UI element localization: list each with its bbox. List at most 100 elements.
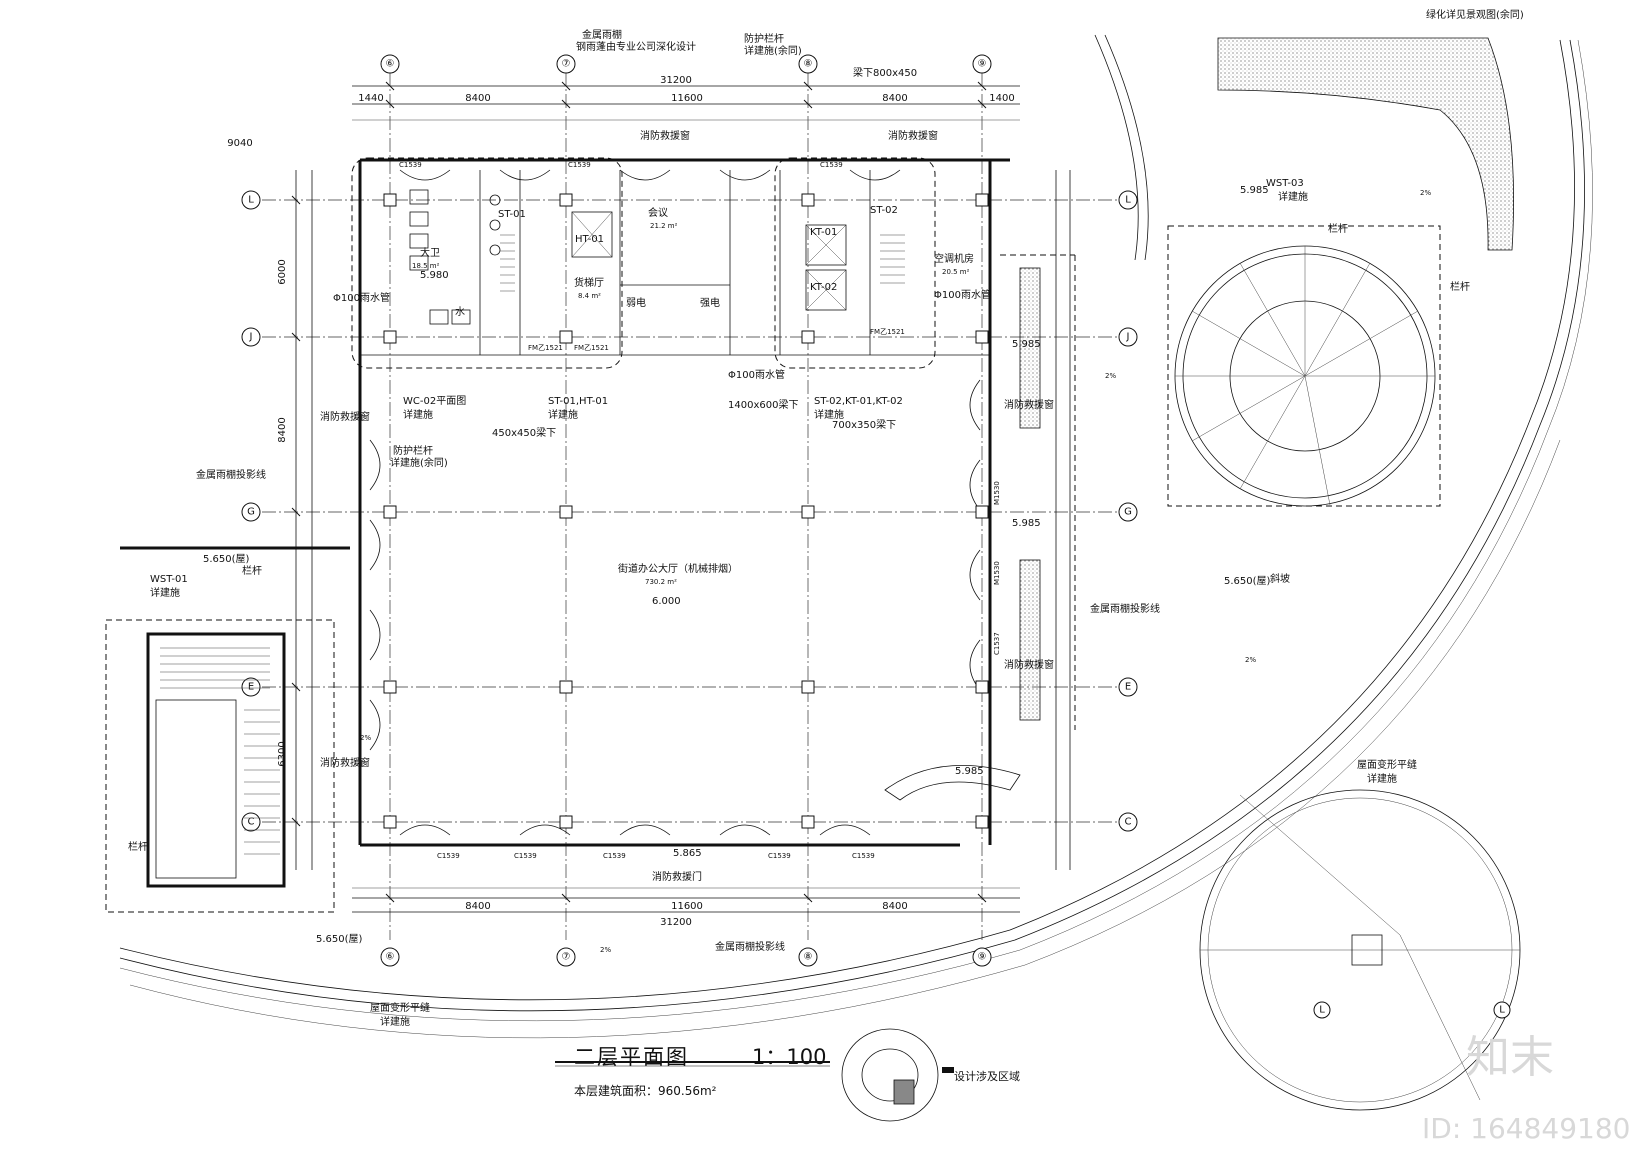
spiral-stair-wst03 — [1167, 225, 1441, 507]
legend-label: 设计涉及区域 — [954, 1070, 1020, 1083]
guard-rail-top-note: 详建施(余同) — [744, 44, 802, 57]
building-outline — [358, 158, 1021, 847]
watermark-logo: 知末 — [1466, 1032, 1554, 1083]
window-c1539-1: C1539 — [399, 161, 422, 169]
elevator-kt01: KT-01 — [810, 227, 837, 238]
level-5865: 5.865 — [673, 848, 702, 859]
grid-G-left: G — [247, 507, 255, 518]
service-core — [351, 157, 990, 369]
right-canopy-strips — [1000, 254, 1076, 730]
structural-columns — [383, 193, 989, 829]
elevator-hall-area: 8.4 m² — [578, 292, 601, 300]
dim-overall-bottom: 31200 — [660, 917, 692, 928]
slope-2-a: 2% — [1245, 656, 1256, 664]
toilet-area: 18.5 m² — [412, 262, 440, 270]
window-c1539-3: C1539 — [820, 161, 843, 169]
grid-6-bottom: ⑥ — [386, 952, 395, 963]
door-m1530-a: M1530 — [993, 481, 1001, 505]
toilet-name: 大卫 — [420, 246, 440, 259]
window-c1539-4: C1539 — [437, 852, 460, 860]
elevator-ht01: HT-01 — [575, 234, 604, 245]
wst03-label: WST-03 — [1266, 178, 1304, 189]
wst01-label: WST-01 — [150, 574, 188, 585]
meeting-name: 会议 — [648, 206, 668, 219]
grid-L-detail-left: L — [1319, 1005, 1325, 1016]
round-plan-detail: L L — [1199, 789, 1521, 1111]
roof-platform-right: 屋面变形平缝 — [1357, 758, 1417, 771]
grid-J-right: J — [1126, 332, 1130, 343]
dim-bay-3: 8400 — [882, 93, 907, 104]
site-boundary-curves — [119, 34, 1593, 1039]
metal-canopy-top: 金属雨棚 — [582, 28, 622, 41]
outdoor-stair-wst01 — [105, 546, 350, 913]
rescue-window-right-1: 消防救援窗 — [1004, 398, 1054, 411]
rescue-window-left-1: 消防救援窗 — [320, 410, 370, 423]
grid-L-left: L — [248, 195, 254, 206]
dimension-chains: 31200 8400 11600 8400 1440 1400 31200 84… — [227, 66, 1071, 928]
grid-J-left: J — [249, 332, 253, 343]
wst01-detail-see: 详建施 — [150, 586, 180, 599]
st02-detail-label: ST-02,KT-01,KT-02 — [814, 396, 903, 407]
stair-st01: ST-01 — [498, 209, 526, 220]
window-c1539-7: C1539 — [768, 852, 791, 860]
dim-left-edge: 1440 — [358, 93, 383, 104]
roof-platform-bottom: 屋面变形平缝 — [370, 1001, 430, 1014]
dim-overall-top: 31200 — [660, 75, 692, 86]
st01-detail-label: ST-01,HT-01 — [548, 396, 608, 407]
door-m1530-b: M1530 — [993, 561, 1001, 585]
window-c1537: C1537 — [993, 632, 1001, 655]
beam-1400-label: 1400x600梁下 — [728, 398, 798, 411]
st02-detail-see: 详建施 — [814, 408, 844, 421]
grid-6-top: ⑥ — [386, 59, 395, 70]
grid-E-right: E — [1125, 682, 1131, 693]
watermark-id: ID: 164849180 — [1422, 1112, 1630, 1145]
grid-G-right: G — [1124, 507, 1132, 518]
dim-bay-1: 8400 — [465, 93, 490, 104]
plan-scale: 1：100 — [752, 1045, 827, 1069]
elevator-hall-name: 货梯厅 — [574, 276, 604, 289]
weak-elec-room: 弱电 — [626, 296, 646, 309]
dim-bay-2-bottom: 11600 — [671, 901, 703, 912]
elevator-kt02: KT-02 — [810, 282, 837, 293]
railing-left: 栏杆 — [242, 564, 262, 577]
beam-top-note: 梁下800x450 — [853, 66, 917, 79]
guard-rail-top: 防护栏杆 — [744, 32, 784, 45]
rescue-window-left-2: 消防救援窗 — [320, 756, 370, 769]
floor-area-note: 本层建筑面积：960.56m² — [574, 1084, 717, 1098]
slope-2-b: 2% — [1420, 189, 1431, 197]
wst03-detail-see: 详建施 — [1278, 190, 1308, 203]
metal-canopy-left: 金属雨棚投影线 — [196, 468, 266, 481]
dim-bay-1-bottom: 8400 — [465, 901, 490, 912]
grid-7-bottom: ⑦ — [562, 952, 571, 963]
window-c1539-6: C1539 — [603, 852, 626, 860]
grid-bubbles-right: L J G E C — [1118, 190, 1138, 832]
rescue-window-right-2: 消防救援窗 — [1004, 658, 1054, 671]
grid-E-left: E — [248, 682, 254, 693]
pipe-100-right: Φ100雨水管 — [934, 288, 991, 301]
rescue-window-top-2: 消防救援窗 — [888, 129, 938, 142]
pipe-100-left: Φ100雨水管 — [333, 291, 390, 304]
grid-8-top: ⑧ — [804, 59, 813, 70]
st01-detail-see: 详建施 — [548, 408, 578, 421]
dim-offset: 9040 — [227, 138, 252, 149]
level-5985-b: 5.985 — [1012, 339, 1041, 350]
ramp-label: 斜坡 — [1270, 572, 1290, 585]
room-labels: 街道办公大厅（机械排烟） 730.2 m² 6.000 会议 21.2 m² 大… — [412, 205, 974, 607]
dim-vertical-1: 6000 — [277, 259, 288, 284]
hall-area: 730.2 m² — [645, 578, 677, 586]
level-5650-b: 5.650(屋) — [1224, 575, 1271, 587]
dim-bay-3-bottom: 8400 — [882, 901, 907, 912]
level-5650-c: 5.650(屋) — [316, 933, 363, 945]
grid-9-bottom: ⑨ — [978, 952, 987, 963]
key-plan — [555, 1028, 954, 1122]
rescue-window-top-1: 消防救援窗 — [640, 129, 690, 142]
beam-700-label: 700x350梁下 — [832, 418, 896, 431]
dim-vertical-2: 8400 — [277, 417, 288, 442]
metal-canopy-top-note: 钢雨蓬由专业公司深化设计 — [576, 40, 696, 53]
dim-right-edge: 1400 — [989, 93, 1014, 104]
window-c1539-5: C1539 — [514, 852, 537, 860]
slope-2-c: 2% — [600, 946, 611, 954]
level-5980: 5.980 — [420, 270, 449, 281]
railing-stair: 栏杆 — [128, 840, 148, 853]
grid-8-bottom: ⑧ — [804, 952, 813, 963]
